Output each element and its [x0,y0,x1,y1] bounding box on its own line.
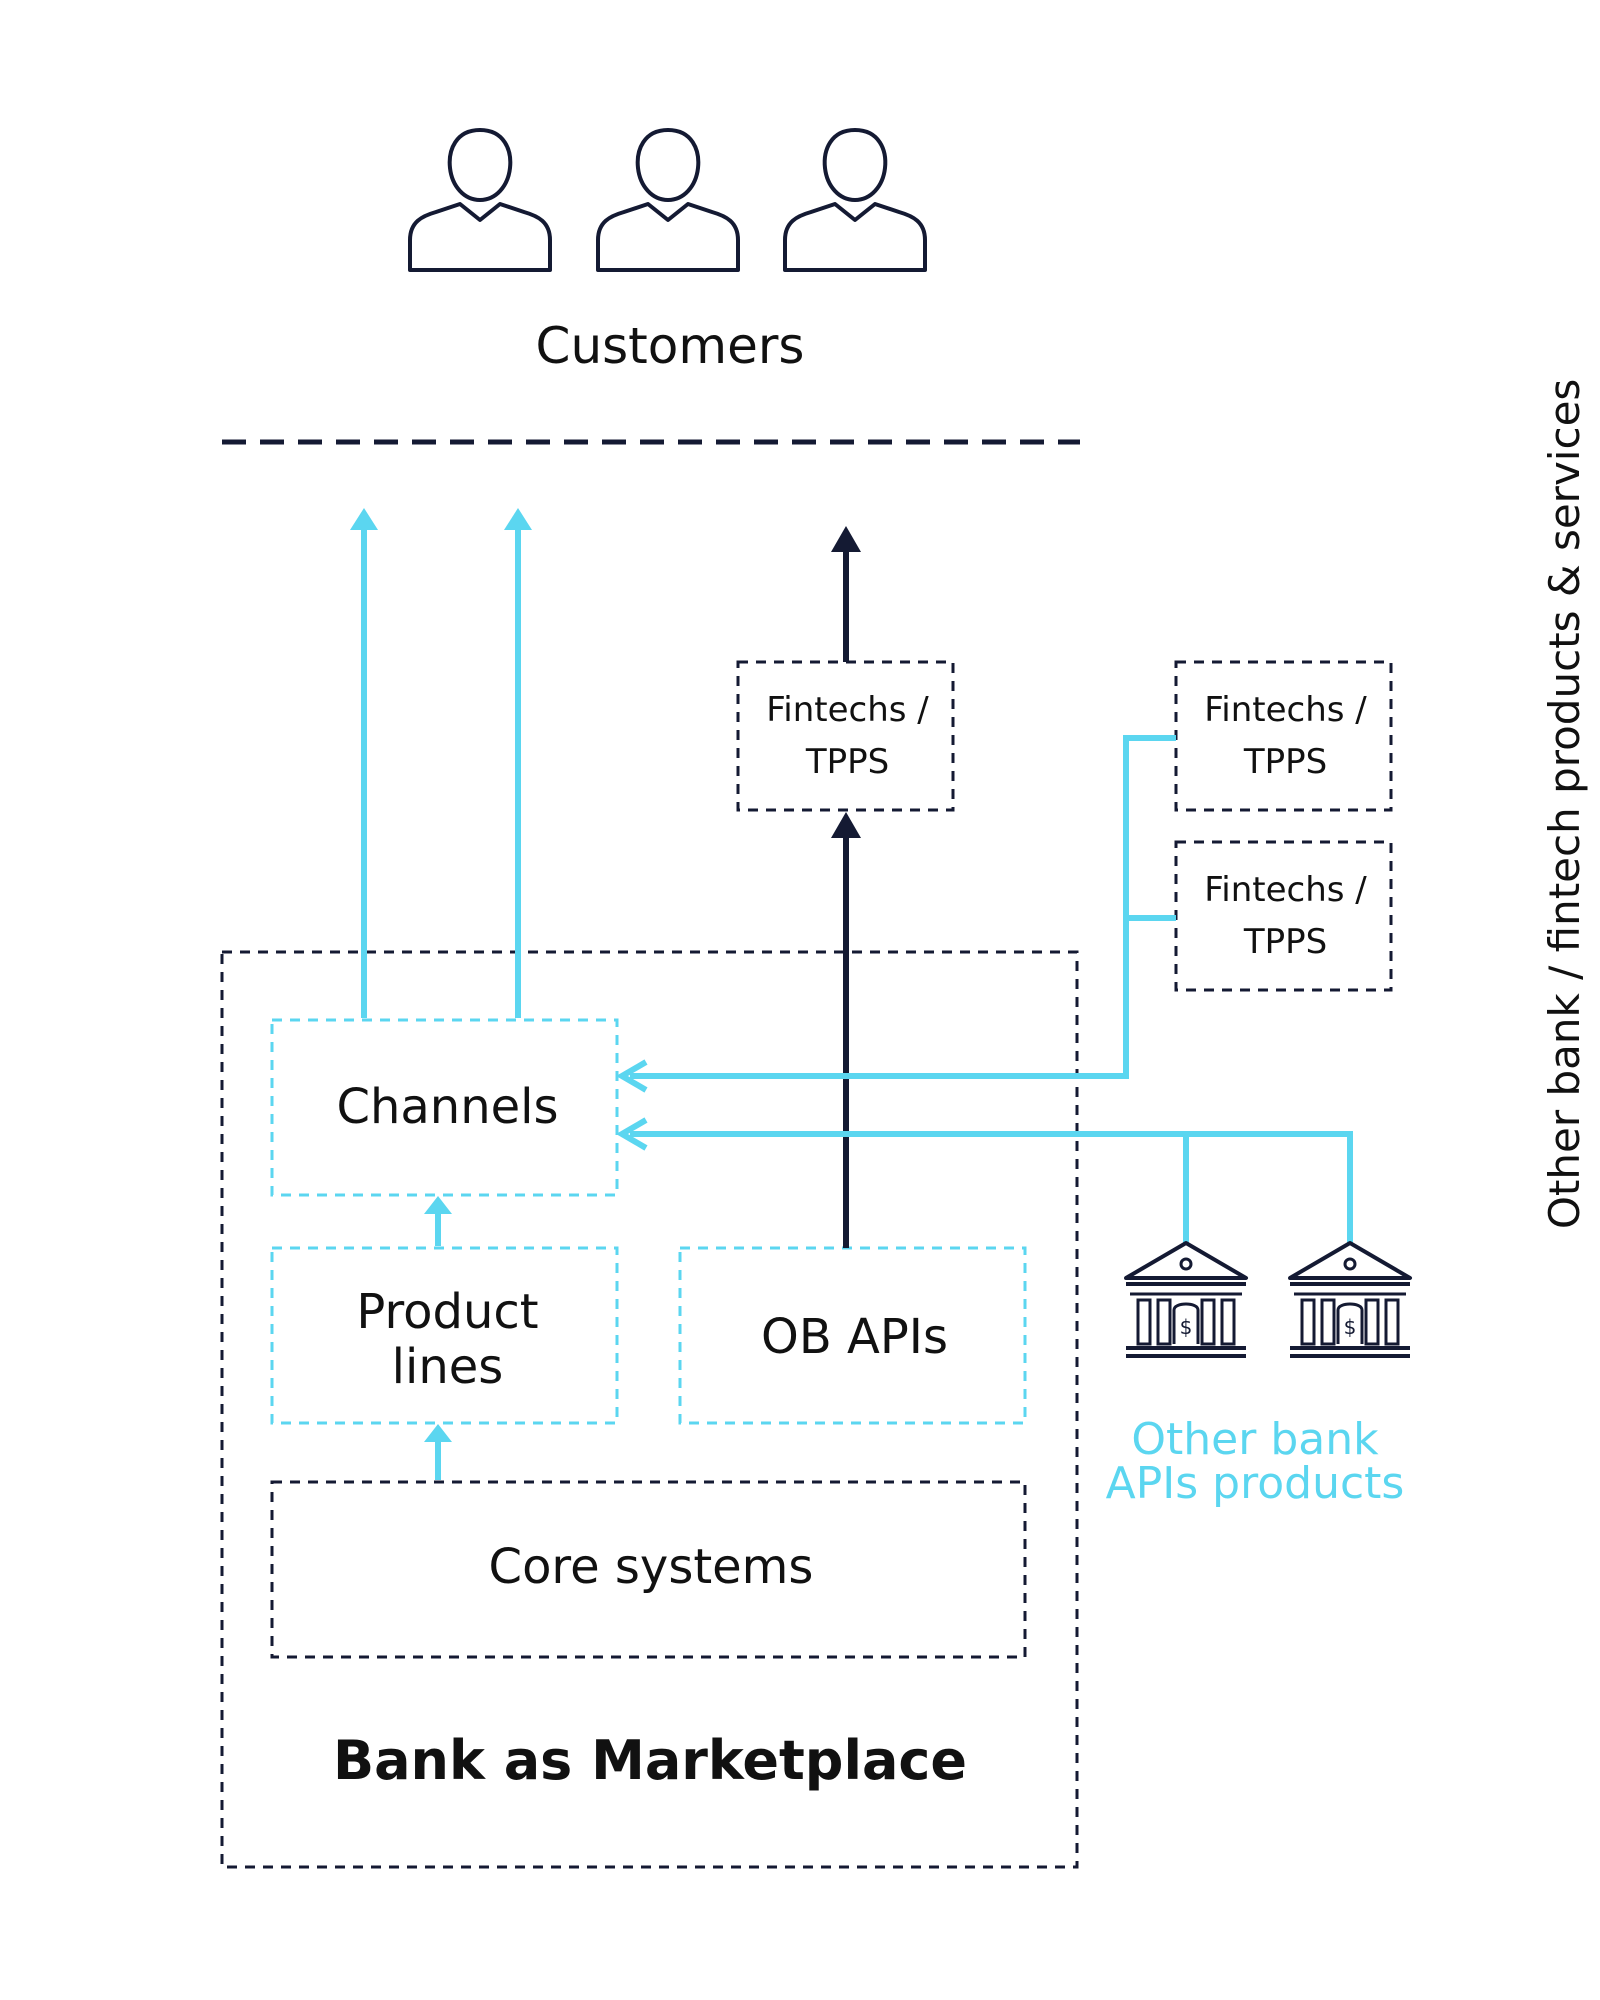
person-icon [596,128,740,272]
fintech-right-2-label: Fintechs / TPPS [1178,864,1393,968]
core-systems-box [270,1480,1027,1659]
fintech-right-2-line-1: Fintechs / [1204,870,1367,910]
channels-label: Channels [336,1079,559,1135]
fintech-right-1-line-1: Fintechs / [1204,690,1367,730]
bank-marketplace-frame [220,950,1079,1869]
product-lines-line-2: lines [391,1339,504,1396]
fintech-right-1-label: Fintechs / TPPS [1178,684,1393,788]
product-lines-line-1: Product [356,1284,539,1340]
fintech-top-line-1: Fintechs / [766,690,929,730]
other-bank-apis-label: Other bank APIs products [1090,1418,1420,1506]
fintech-top-label: Fintechs / TPPS [740,684,955,788]
channels-box [270,1018,619,1197]
banks-to-channels-connector [616,1117,1353,1245]
customers-label: Customers [535,317,805,375]
fintech-top-line-2: TPPS [805,742,890,782]
ob-apis-label: OB APIs [761,1309,948,1365]
ob-api-flow-arrows [831,526,861,1248]
product-lines-label: Product lines [275,1284,620,1396]
person-icon [408,128,552,272]
bank-building-icon [1288,1241,1412,1358]
other-bank-apis-line-2: APIs products [1105,1458,1405,1509]
channels-to-customers-arrows [350,508,532,1018]
fintech-box-top [736,660,955,812]
side-label: Other bank / fintech products & services [1539,378,1589,1230]
stack-arrows [424,1196,452,1480]
product-lines-box [270,1246,619,1425]
ob-apis-box [678,1246,1027,1425]
bank-as-marketplace-title: Bank as Marketplace [332,1729,968,1792]
fintech-right-2-line-2: TPPS [1243,922,1328,962]
core-systems-label: Core systems [488,1539,814,1595]
person-icon [783,128,927,272]
fintech-to-channels-connector [616,735,1176,1093]
bank-building-icon [1124,1241,1248,1358]
other-bank-apis-line-1: Other bank [1131,1414,1379,1465]
fintech-right-1-line-2: TPPS [1243,742,1328,782]
